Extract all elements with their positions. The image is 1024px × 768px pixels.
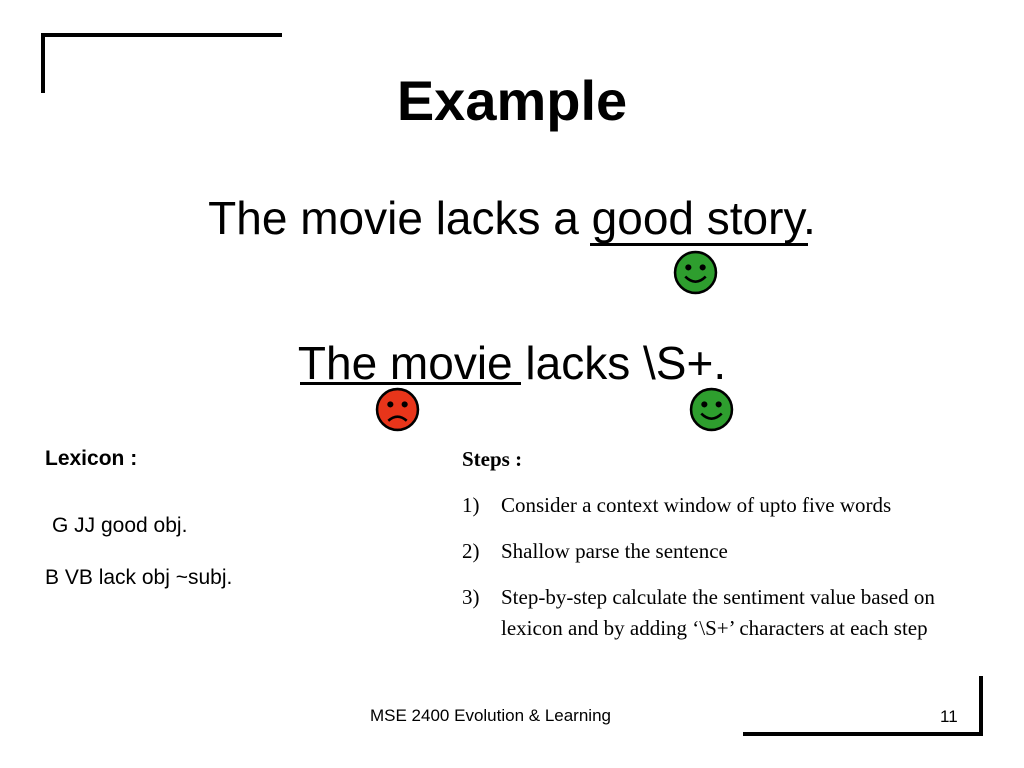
step-text: Shallow parse the sentence bbox=[501, 539, 728, 563]
corner-bracket-top bbox=[41, 33, 282, 37]
step-item: 2) Shallow parse the sentence bbox=[462, 536, 962, 567]
sad-face-icon bbox=[375, 387, 420, 432]
lexicon-entry: G JJ good obj. bbox=[52, 514, 188, 537]
underline-the-movie bbox=[300, 382, 521, 385]
step-number: 3) bbox=[462, 585, 480, 609]
step-text: Step-by-step calculate the sentiment val… bbox=[501, 585, 935, 640]
happy-face-icon bbox=[689, 387, 734, 432]
step-number: 1) bbox=[462, 493, 480, 517]
corner-bracket-bottom bbox=[743, 732, 983, 736]
lexicon-heading: Lexicon : bbox=[45, 447, 138, 470]
step-number: 2) bbox=[462, 539, 480, 563]
corner-bracket-right bbox=[979, 676, 983, 736]
footer-course-title: MSE 2400 Evolution & Learning bbox=[370, 706, 611, 725]
corner-bracket-left bbox=[41, 33, 45, 93]
steps-list: 1) Consider a context window of upto fiv… bbox=[462, 490, 962, 659]
slide-title: Example bbox=[396, 69, 628, 132]
lexicon-entry: B VB lack obj ~subj. bbox=[45, 566, 233, 589]
step-item: 3) Step-by-step calculate the sentiment … bbox=[462, 582, 962, 644]
example-sentence-1: The movie lacks a good story. bbox=[208, 192, 816, 244]
page-number: 11 bbox=[940, 707, 958, 726]
underline-good-story bbox=[590, 243, 808, 246]
steps-heading: Steps : bbox=[462, 447, 523, 471]
step-item: 1) Consider a context window of upto fiv… bbox=[462, 490, 962, 521]
step-text: Consider a context window of upto five w… bbox=[501, 493, 892, 517]
happy-face-icon bbox=[673, 250, 718, 295]
example-sentence-2: The movie lacks \S+. bbox=[297, 337, 727, 389]
